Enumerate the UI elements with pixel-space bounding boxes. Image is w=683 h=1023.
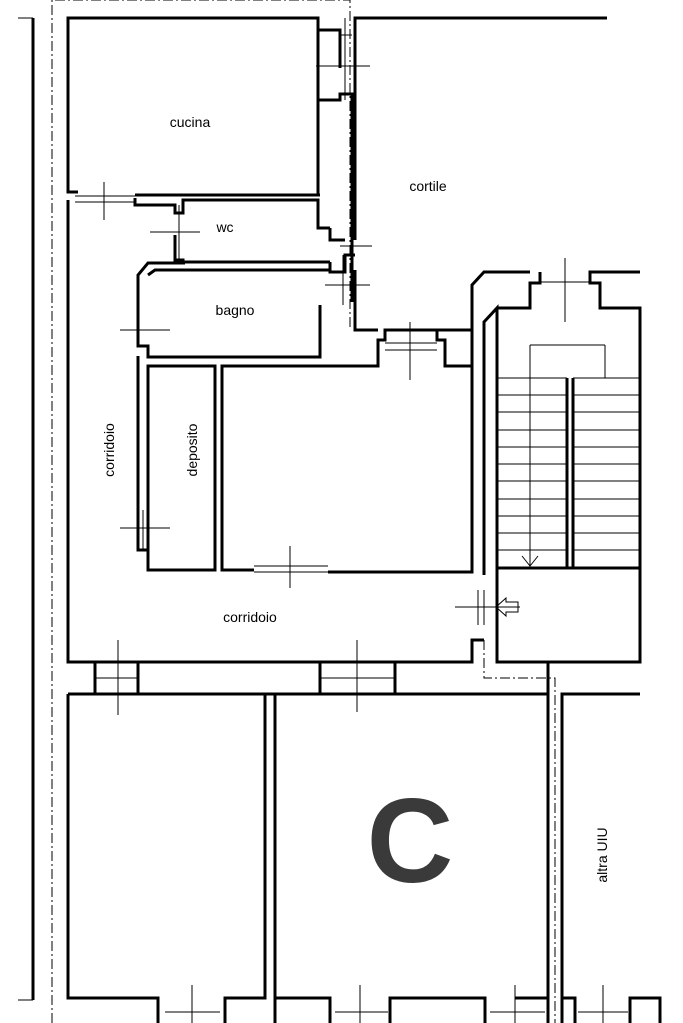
left-boundary xyxy=(18,0,556,1023)
lower-unit-c xyxy=(273,692,550,1023)
room-label-corridoio-horizontal: corridoio xyxy=(223,609,277,625)
room-label-altra-uiu: altra UIU xyxy=(594,827,610,882)
room-label-bagno: bagno xyxy=(216,302,255,318)
room-deposito xyxy=(120,356,217,572)
room-label-cucina: cucina xyxy=(170,114,211,130)
room-cucina xyxy=(66,16,370,240)
courtyard-wall xyxy=(340,16,607,332)
room-central xyxy=(220,270,530,588)
room-wc xyxy=(133,198,345,264)
stairwell xyxy=(68,258,642,664)
stair-steps-left xyxy=(497,377,567,551)
stair-down-arrow-icon xyxy=(521,555,539,567)
room-bagno xyxy=(120,253,370,359)
room-label-deposito: deposito xyxy=(184,423,200,476)
room-label-cortile: cortile xyxy=(409,178,447,194)
lower-unit-left xyxy=(68,692,267,1023)
room-label-corridoio-vertical: corridoio xyxy=(101,423,117,477)
stair-steps-right xyxy=(573,377,640,551)
entrance-arrow-icon xyxy=(495,596,519,618)
lower-doorways xyxy=(66,640,550,1023)
room-label-wc: wc xyxy=(215,219,233,235)
lower-unit-right xyxy=(560,692,662,1023)
unit-letter-c: C xyxy=(367,774,454,908)
